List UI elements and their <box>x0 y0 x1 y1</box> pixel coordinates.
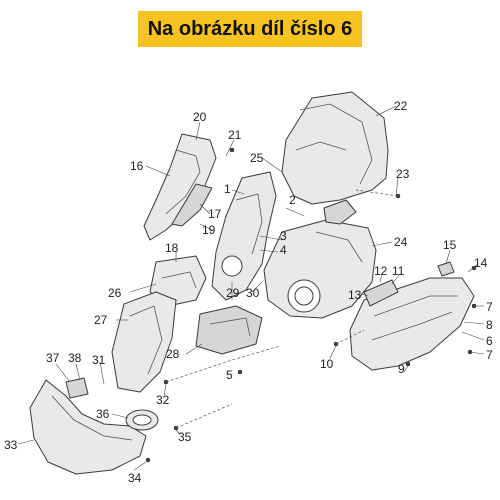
left-side-panel <box>143 133 217 241</box>
inner-panel <box>149 255 207 307</box>
callout-37: 37 <box>46 351 60 365</box>
callout-34: 34 <box>128 471 142 485</box>
callout-31: 31 <box>92 353 106 367</box>
side-grille <box>363 279 399 307</box>
callout-27: 27 <box>94 313 108 327</box>
lower-bracket <box>195 305 263 355</box>
callout-1: 1 <box>224 182 231 196</box>
callout-36: 36 <box>96 407 110 421</box>
callout-15: 15 <box>443 238 457 252</box>
callout-35: 35 <box>178 430 192 444</box>
callout-6: 6 <box>486 334 493 348</box>
callout-4: 4 <box>280 243 287 257</box>
callout-7-upper: 7 <box>486 300 493 314</box>
callout-33: 33 <box>4 438 18 452</box>
callout-26: 26 <box>108 286 122 300</box>
leader-lines <box>17 105 485 471</box>
callout-17: 17 <box>208 207 222 221</box>
callout-29: 29 <box>226 286 240 300</box>
callout-8: 8 <box>486 318 493 332</box>
callout-7-lower: 7 <box>486 348 493 362</box>
callout-13: 13 <box>348 288 362 302</box>
callout-12: 12 <box>374 264 388 278</box>
banner-title: Na obrázku díl číslo 6 <box>147 17 353 40</box>
callout-18: 18 <box>165 241 179 255</box>
callout-10: 10 <box>320 357 334 371</box>
panel-clip <box>437 261 455 277</box>
callout-9: 9 <box>398 362 405 376</box>
callout-28: 28 <box>166 347 180 361</box>
mirror-bracket <box>323 199 357 225</box>
callout-20: 20 <box>193 110 207 124</box>
trim-strip <box>171 183 213 227</box>
callout-2: 2 <box>289 193 296 207</box>
callout-labels: 22 20 21 16 25 23 1 2 17 19 3 4 24 15 14… <box>4 99 493 485</box>
callout-3: 3 <box>280 229 287 243</box>
callout-38: 38 <box>68 351 82 365</box>
callout-16: 16 <box>130 159 144 173</box>
windshield <box>281 91 389 205</box>
callout-11: 11 <box>392 264 405 278</box>
callout-30: 30 <box>246 286 260 300</box>
callout-14: 14 <box>474 256 488 270</box>
callout-19: 19 <box>202 223 216 237</box>
callout-32: 32 <box>156 393 170 407</box>
title-banner: Na obrázku díl číslo 6 <box>138 11 362 47</box>
callout-23: 23 <box>396 167 410 181</box>
callout-21: 21 <box>228 128 242 142</box>
horn-cover <box>65 377 89 399</box>
callout-5: 5 <box>226 368 233 382</box>
callout-24: 24 <box>394 235 408 249</box>
callout-22: 22 <box>394 99 408 113</box>
front-mudguard <box>111 291 177 393</box>
callout-25: 25 <box>250 151 264 165</box>
